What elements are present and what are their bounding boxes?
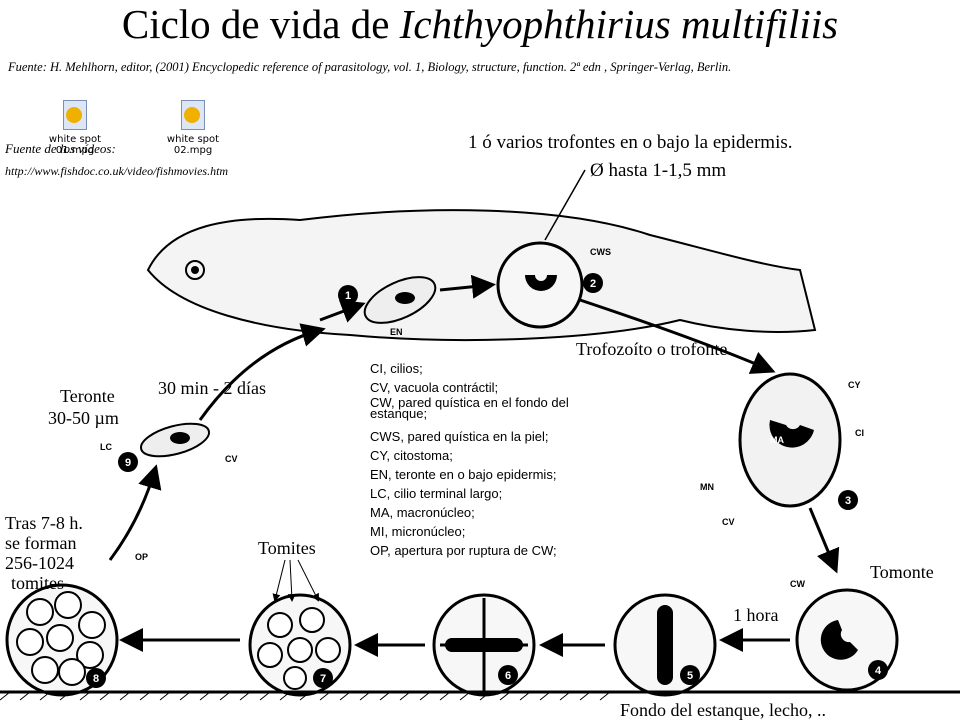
label-cv9: CV	[225, 454, 238, 464]
video-file-icon	[63, 100, 87, 130]
theront-size-label: 30-50 µm	[48, 408, 119, 428]
legend-item: MI, micronúcleo;	[370, 524, 466, 539]
legend-item: CW, pared quística en el fondo del estan…	[370, 395, 569, 421]
tomites-formation-note: Tras 7-8 h. se forman 256-1024 tomites	[5, 513, 83, 593]
label-ci: CI	[855, 428, 864, 438]
stage-numbers: 1 2 3 4 5 6 7 8 9	[86, 273, 888, 688]
pointer-line	[544, 169, 586, 241]
legend-item: OP, apertura por ruptura de CW;	[370, 543, 557, 558]
pond-bottom-label: Fondo del estanque, lecho, ..	[620, 700, 826, 720]
note-line: 256-1024	[5, 553, 74, 573]
stage-number-8: 8	[93, 673, 99, 685]
video-file-1[interactable]: white spot 01.mpg	[45, 100, 105, 156]
legend-item: MA, macronúcleo;	[370, 505, 475, 520]
video-file-2[interactable]: white spot 02.mpg	[163, 100, 223, 156]
stage-number-6: 6	[505, 670, 511, 682]
video-file-label: white spot 01.mpg	[48, 134, 102, 156]
theront-label: Teronte	[60, 386, 115, 406]
one-hour-label: 1 hora	[733, 605, 779, 625]
label-op: OP	[135, 552, 148, 562]
stage-number-7: 7	[320, 673, 326, 685]
legend-item: LC, cilio terminal largo;	[370, 486, 503, 501]
legend-item: CY, citostoma;	[370, 448, 453, 463]
stage-number-9: 9	[125, 457, 131, 469]
legend-item: EN, teronte en o bajo epidermis;	[370, 467, 557, 482]
legend-item: CV, vacuola contráctil;	[370, 380, 499, 395]
stage-number-1: 1	[345, 290, 351, 302]
fish-outline	[146, 209, 817, 341]
label-cws: CWS	[590, 247, 611, 257]
video-file-label: white spot 02.mpg	[166, 134, 220, 156]
legend-item: CI, cilios;	[370, 361, 423, 376]
abbreviation-legend: CI, cilios; CV, vacuola contráctil; CW, …	[370, 359, 620, 560]
time-label: 30 min - 2 días	[158, 378, 266, 398]
title-prefix: Ciclo de vida de	[121, 1, 400, 47]
page-title: Ciclo de vida de Ichthyophthirius multif…	[0, 0, 960, 48]
label-ma: MA	[770, 435, 784, 445]
note-line: se forman	[5, 533, 77, 553]
trophonts-label: 1 ó varios trofontes en o bajo la epider…	[468, 132, 793, 153]
video-source-url[interactable]: http://www.fishdoc.co.uk/video/fishmovie…	[5, 164, 229, 178]
tomites-label: Tomites	[258, 538, 316, 558]
label-mn: MN	[700, 482, 714, 492]
stage-number-3: 3	[845, 495, 851, 507]
video-file-icon	[181, 100, 205, 130]
diameter-label: Ø hasta 1-1,5 mm	[590, 160, 727, 181]
label-cy: CY	[848, 380, 861, 390]
note-line: tomites	[11, 573, 64, 593]
source-citation: Fuente: H. Mehlhorn, editor, (2001) Ency…	[8, 60, 732, 74]
stage-number-4: 4	[875, 665, 882, 677]
stage-number-2: 2	[590, 278, 596, 290]
video-source-label: Fuente de los vídeos:	[5, 141, 116, 156]
label-cv: CV	[722, 517, 735, 527]
cycle-arrows	[108, 274, 840, 657]
tomont-label: Tomonte	[870, 562, 934, 582]
trophozoite-label: Trofozoíto o trofonte	[576, 339, 728, 359]
label-lc: LC	[100, 442, 112, 452]
label-en: EN	[390, 327, 403, 337]
stage-number-5: 5	[687, 670, 693, 682]
fish-eye	[185, 260, 205, 280]
note-line: Tras 7-8 h.	[5, 513, 83, 533]
legend-item: CWS, pared quística en la piel;	[370, 429, 549, 444]
title-species: Ichthyophthirius multifiliis	[399, 1, 839, 47]
label-cw: CW	[790, 579, 805, 589]
